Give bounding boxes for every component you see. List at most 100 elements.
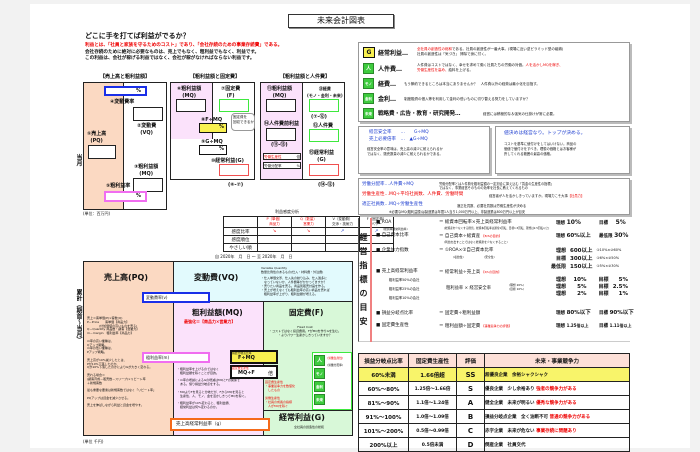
rating-table-rows-3-4: 普通の競争力がある	[549, 414, 591, 420]
indicators-equity-min: 30%	[614, 232, 629, 239]
gross-field[interactable]	[133, 178, 163, 192]
indicators-strength-rows-2-0: 最低限	[551, 263, 567, 270]
layout-block: ■ ROA	[376, 220, 392, 225]
indicators-strength-rows-0-1: 600以上	[570, 248, 593, 254]
rating-table-headers-2: 評価	[456, 353, 485, 368]
safety-panel: 経営安全率 … G÷MQ 売上必要倍率 … ▲G÷MQ 経営安全率の意味は、売上…	[358, 126, 490, 174]
chart-f-label: 固定費(F)	[289, 308, 324, 317]
rating-table-rows-3-2: B	[456, 409, 485, 424]
calc-3b: (⑪-⑬)	[271, 142, 288, 148]
bep-box[interactable]: 損益分岐点比率 F÷MQ	[230, 350, 278, 364]
layout-block: ■ 損益分岐点比率	[376, 311, 414, 316]
chart-fp: MQ÷F	[238, 370, 255, 376]
g-mq-field[interactable]: %	[199, 145, 227, 155]
expl-1-text: 人件費はコストではなく、幸せを求めて働く社員たちの労働の対価。	[417, 63, 526, 67]
layout-block	[223, 216, 258, 228]
unit-label-1: (単位：百万円)	[83, 211, 111, 216]
layout-block: 赤字企業 未来が危ない 事業存続に問題あり	[484, 423, 630, 438]
intro-line1: 会社存続のために絶対に必要なものは、売上でもなく、粗利益でもなく、利益です。	[85, 50, 260, 55]
layout-block: 全社員の創造性の総和である。社員の創造性が一番大事。(現場に近い逆ピラミッド型の…	[417, 47, 563, 56]
labor-2-label: 適正社員数	[362, 202, 385, 207]
layout-block: やさしい順	[223, 243, 394, 252]
op-sub: 全社員の創造性の総和	[294, 425, 325, 429]
expl-1-dots: …	[396, 66, 403, 73]
layout-block: 理想 60%以上	[556, 233, 591, 241]
layout-block	[257, 235, 292, 244]
exp-field[interactable]	[309, 99, 339, 112]
f-mq-field[interactable]: %	[199, 123, 227, 133]
rating-table-rows-4-0: 101%〜200%	[358, 423, 409, 438]
indicators-roa-sub: (総資本経常利益率)	[383, 227, 408, 231]
g-mq-label: ⑨G÷MQ	[201, 139, 223, 145]
layout-block: ＝ 経常利益÷売上高 【P/Lの目的】	[439, 269, 501, 277]
labor-productivity-field[interactable]: 労働生産性倍	[263, 153, 301, 160]
layout-block	[264, 410, 352, 435]
indicators-margin-mid-note: (理想 20%) (目標 10%)	[509, 283, 524, 291]
sensitivity-rows-1: 感度順位	[223, 235, 258, 244]
indicators-roa-name: ROA	[381, 220, 392, 225]
rating-table-rows-0-0: 60%未満	[358, 367, 409, 382]
rating-table-rows-0-1: 1.66倍超	[408, 367, 457, 382]
indicators-strength-rows-2-2: ①5%×②30%	[596, 264, 620, 268]
indicators-strength-sub2: (安全性)	[484, 255, 495, 259]
gross-rate-pct-field[interactable]: %	[104, 191, 147, 202]
layout-block	[257, 243, 292, 252]
section-header-1: 【売上高と粗利益額】	[100, 74, 151, 80]
mq-field[interactable]	[176, 99, 206, 112]
op3-field[interactable]	[309, 164, 339, 176]
indicators-fp-target: 1.11倍以上	[609, 323, 632, 328]
pricing-desc: コストを基準に値付けをしてはいけない。商品の 価値で値付けをすべき。理想の価格と…	[504, 142, 577, 156]
rating-table-rows-5-1: 0.5倍未満	[408, 437, 457, 452]
mq-accounting-chart: 売上高(PQ) 変動費(VQ) Variable Quantity 数量比例性の…	[83, 261, 353, 436]
var-rate-field[interactable]: 変動費率(v)	[142, 292, 210, 303]
var-cost-field[interactable]	[133, 107, 163, 121]
indicators-vertical: 経営指標の目安	[359, 218, 372, 342]
layout-block: 経常利益…	[378, 48, 408, 57]
var-rate-pct-field[interactable]: %	[104, 86, 147, 96]
labor-field[interactable]	[309, 129, 339, 142]
f-mq-label: ⑧F÷MQ	[201, 117, 223, 123]
layout-block	[84, 262, 174, 435]
mq3-field[interactable]	[266, 99, 296, 112]
indicators-roa-ideal-l: 理想	[556, 221, 565, 226]
chart-fp-unit: 倍	[267, 371, 273, 377]
indicators-strength-sub1: (収益性)	[453, 255, 464, 259]
diagram-gross-fixed: ⑥粗利益額 (MQ) ⑦固定費 (F) ⑧F÷MQ % 固定費を 回収できるか …	[170, 82, 255, 180]
op-field[interactable]	[219, 164, 249, 176]
fixed-productivity-box[interactable]: 固定費生産性 MQ÷F 倍	[230, 365, 278, 379]
indicators-roa-target: 5%	[615, 219, 626, 226]
op-rate-field[interactable]: 売上高経常利益率（g）	[170, 418, 270, 431]
indicators-margin-mid: 粗利益率 × 経営安全率	[446, 286, 492, 291]
indicators-roa-note: (総資産を少なくする経営。総資本回転率は通常1回転、目標1.5回転、理想は2.5…	[444, 227, 550, 230]
fixed-field[interactable]	[219, 99, 249, 112]
chart-pq-label: 売上高(PQ)	[104, 273, 148, 282]
labor-share-field[interactable]: 労働分配率%	[263, 162, 301, 169]
indicators-strength-rows-1-2: ①6%×②50%	[596, 256, 620, 260]
layout-block: 経営者が人を活かしきっていますか。現場力こそ大事【社員力】	[489, 193, 584, 200]
pre-labor-field[interactable]	[266, 128, 296, 141]
indicators-bep-ideal-l: 理想	[556, 311, 565, 316]
sales-field[interactable]	[88, 145, 116, 159]
expl-1-text-red: 人を活かしMQを稼ぎ、 労働生産性を高め、	[417, 63, 563, 72]
future-icon: 未来	[363, 108, 374, 119]
layout-block: 理想 80%以下	[556, 310, 591, 318]
expl-0-dots: …	[402, 50, 409, 57]
pricing-title: 値決めは経営なり。トップが決める。	[504, 131, 586, 136]
layout-block	[325, 243, 360, 252]
rating-table-rows-2-2: A	[456, 395, 485, 410]
labor-note: ※必要なMQ(粗利益額)は製造業は年間1人当り1,000万円以上、非製造業は80…	[389, 210, 526, 214]
indicators-margin-companies-1: 粗利益率25%の会社	[389, 287, 420, 291]
gross-rate-field[interactable]: 粗利益率(m)	[142, 352, 210, 363]
indicators-equity-note: (利益を出すことではなく総資産を少なくすること)	[444, 240, 508, 244]
gross-label: ③粗利益額 (MQ)	[134, 164, 159, 177]
indicators-roa-formula: ＝ 総資本回転率×売上高経常利益率	[439, 220, 512, 225]
layout-block: 目標 1.11倍以上	[599, 323, 631, 331]
